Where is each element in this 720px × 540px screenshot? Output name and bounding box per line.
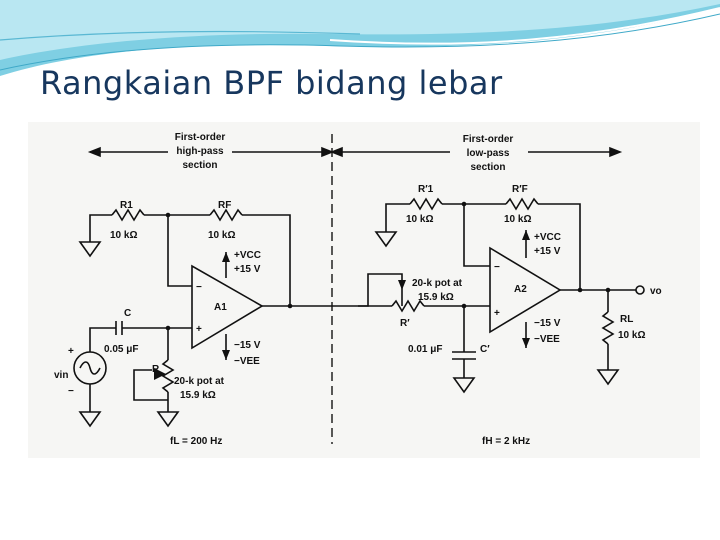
vin-label: vin	[54, 370, 68, 381]
vo-label: vo	[650, 286, 662, 297]
opamp-a2	[489, 246, 562, 334]
a2-vcc-arrow	[522, 230, 530, 240]
r1p-label: R′1	[418, 184, 434, 195]
pot-r-value-1: 20-k pot at	[174, 376, 225, 387]
rl-value: 10 kΩ	[618, 330, 645, 341]
a1-vcc: +VCC	[234, 250, 261, 261]
a1-vee-arrow	[222, 350, 230, 360]
r1-value: 10 kΩ	[110, 230, 137, 241]
a2-vcc: +VCC	[534, 232, 561, 243]
c-label: C	[124, 308, 131, 319]
rf-label: RF	[218, 200, 231, 211]
rfp-value: 10 kΩ	[504, 214, 531, 225]
r1-label: R1	[120, 200, 133, 211]
a2-label: A2	[514, 284, 527, 295]
a1-vcc-arrow	[222, 252, 230, 262]
r1p-value: 10 kΩ	[406, 214, 433, 225]
ground-icon	[78, 241, 102, 258]
ground-icon	[452, 377, 476, 394]
sine-icon	[79, 361, 101, 375]
pot-r-wiper-arrow	[154, 368, 166, 380]
ground-icon	[596, 369, 620, 386]
pot-r-value-2: 15.9 kΩ	[180, 390, 216, 401]
hp-section-label-2: high-pass	[176, 146, 224, 157]
hp-section-arrow	[87, 146, 335, 158]
a1-vcc-value: +15 V	[234, 264, 261, 275]
a1-label: A1	[214, 302, 227, 313]
pot-rp-value-1: 20-k pot at	[412, 278, 463, 289]
rfp-label: R′F	[512, 184, 528, 195]
a2-plus: +	[494, 308, 500, 319]
lp-section-label-1: First-order	[463, 134, 514, 145]
a2-vee-value: −15 V	[534, 318, 561, 329]
pot-r-label: R	[152, 364, 160, 375]
rl-label: RL	[620, 314, 633, 325]
a2-vee-arrow	[522, 338, 530, 348]
cp-value: 0.01 μF	[408, 344, 442, 355]
source-plus: +	[68, 346, 74, 357]
fh-label: fH = 2 kHz	[482, 436, 530, 447]
output-terminal	[635, 285, 645, 295]
lp-section-label-3: section	[470, 162, 505, 173]
pot-rp-value-2: 15.9 kΩ	[418, 292, 454, 303]
header-swoosh-decoration	[0, 0, 720, 76]
a1-plus: +	[196, 324, 202, 335]
rf-value: 10 kΩ	[208, 230, 235, 241]
cp-label: C′	[480, 344, 490, 355]
bpf-circuit-diagram: First-order high-pass section First-orde…	[28, 122, 700, 458]
slide-title: Rangkaian BPF bidang lebar	[40, 64, 503, 102]
c-value: 0.05 μF	[104, 344, 138, 355]
pot-rp-label: R′	[400, 318, 410, 329]
hp-section-label-3: section	[182, 160, 217, 171]
hp-section-label-1: First-order	[175, 132, 226, 143]
fl-label: fL = 200 Hz	[170, 436, 222, 447]
a2-minus: −	[494, 262, 500, 273]
a1-vee-value: −15 V	[234, 340, 261, 351]
source-minus: −	[68, 386, 74, 397]
opamp-a1	[191, 264, 264, 350]
a2-vee: −VEE	[534, 334, 560, 345]
a1-minus: −	[196, 282, 202, 293]
pot-rp-wiper-arrow	[398, 280, 406, 290]
ground-icon	[374, 231, 398, 248]
lp-section-label-2: low-pass	[467, 148, 510, 159]
hp-wiring	[89, 208, 358, 408]
a2-vcc-value: +15 V	[534, 246, 561, 257]
lp-section-arrow	[329, 146, 623, 158]
a1-vee: −VEE	[234, 356, 260, 367]
